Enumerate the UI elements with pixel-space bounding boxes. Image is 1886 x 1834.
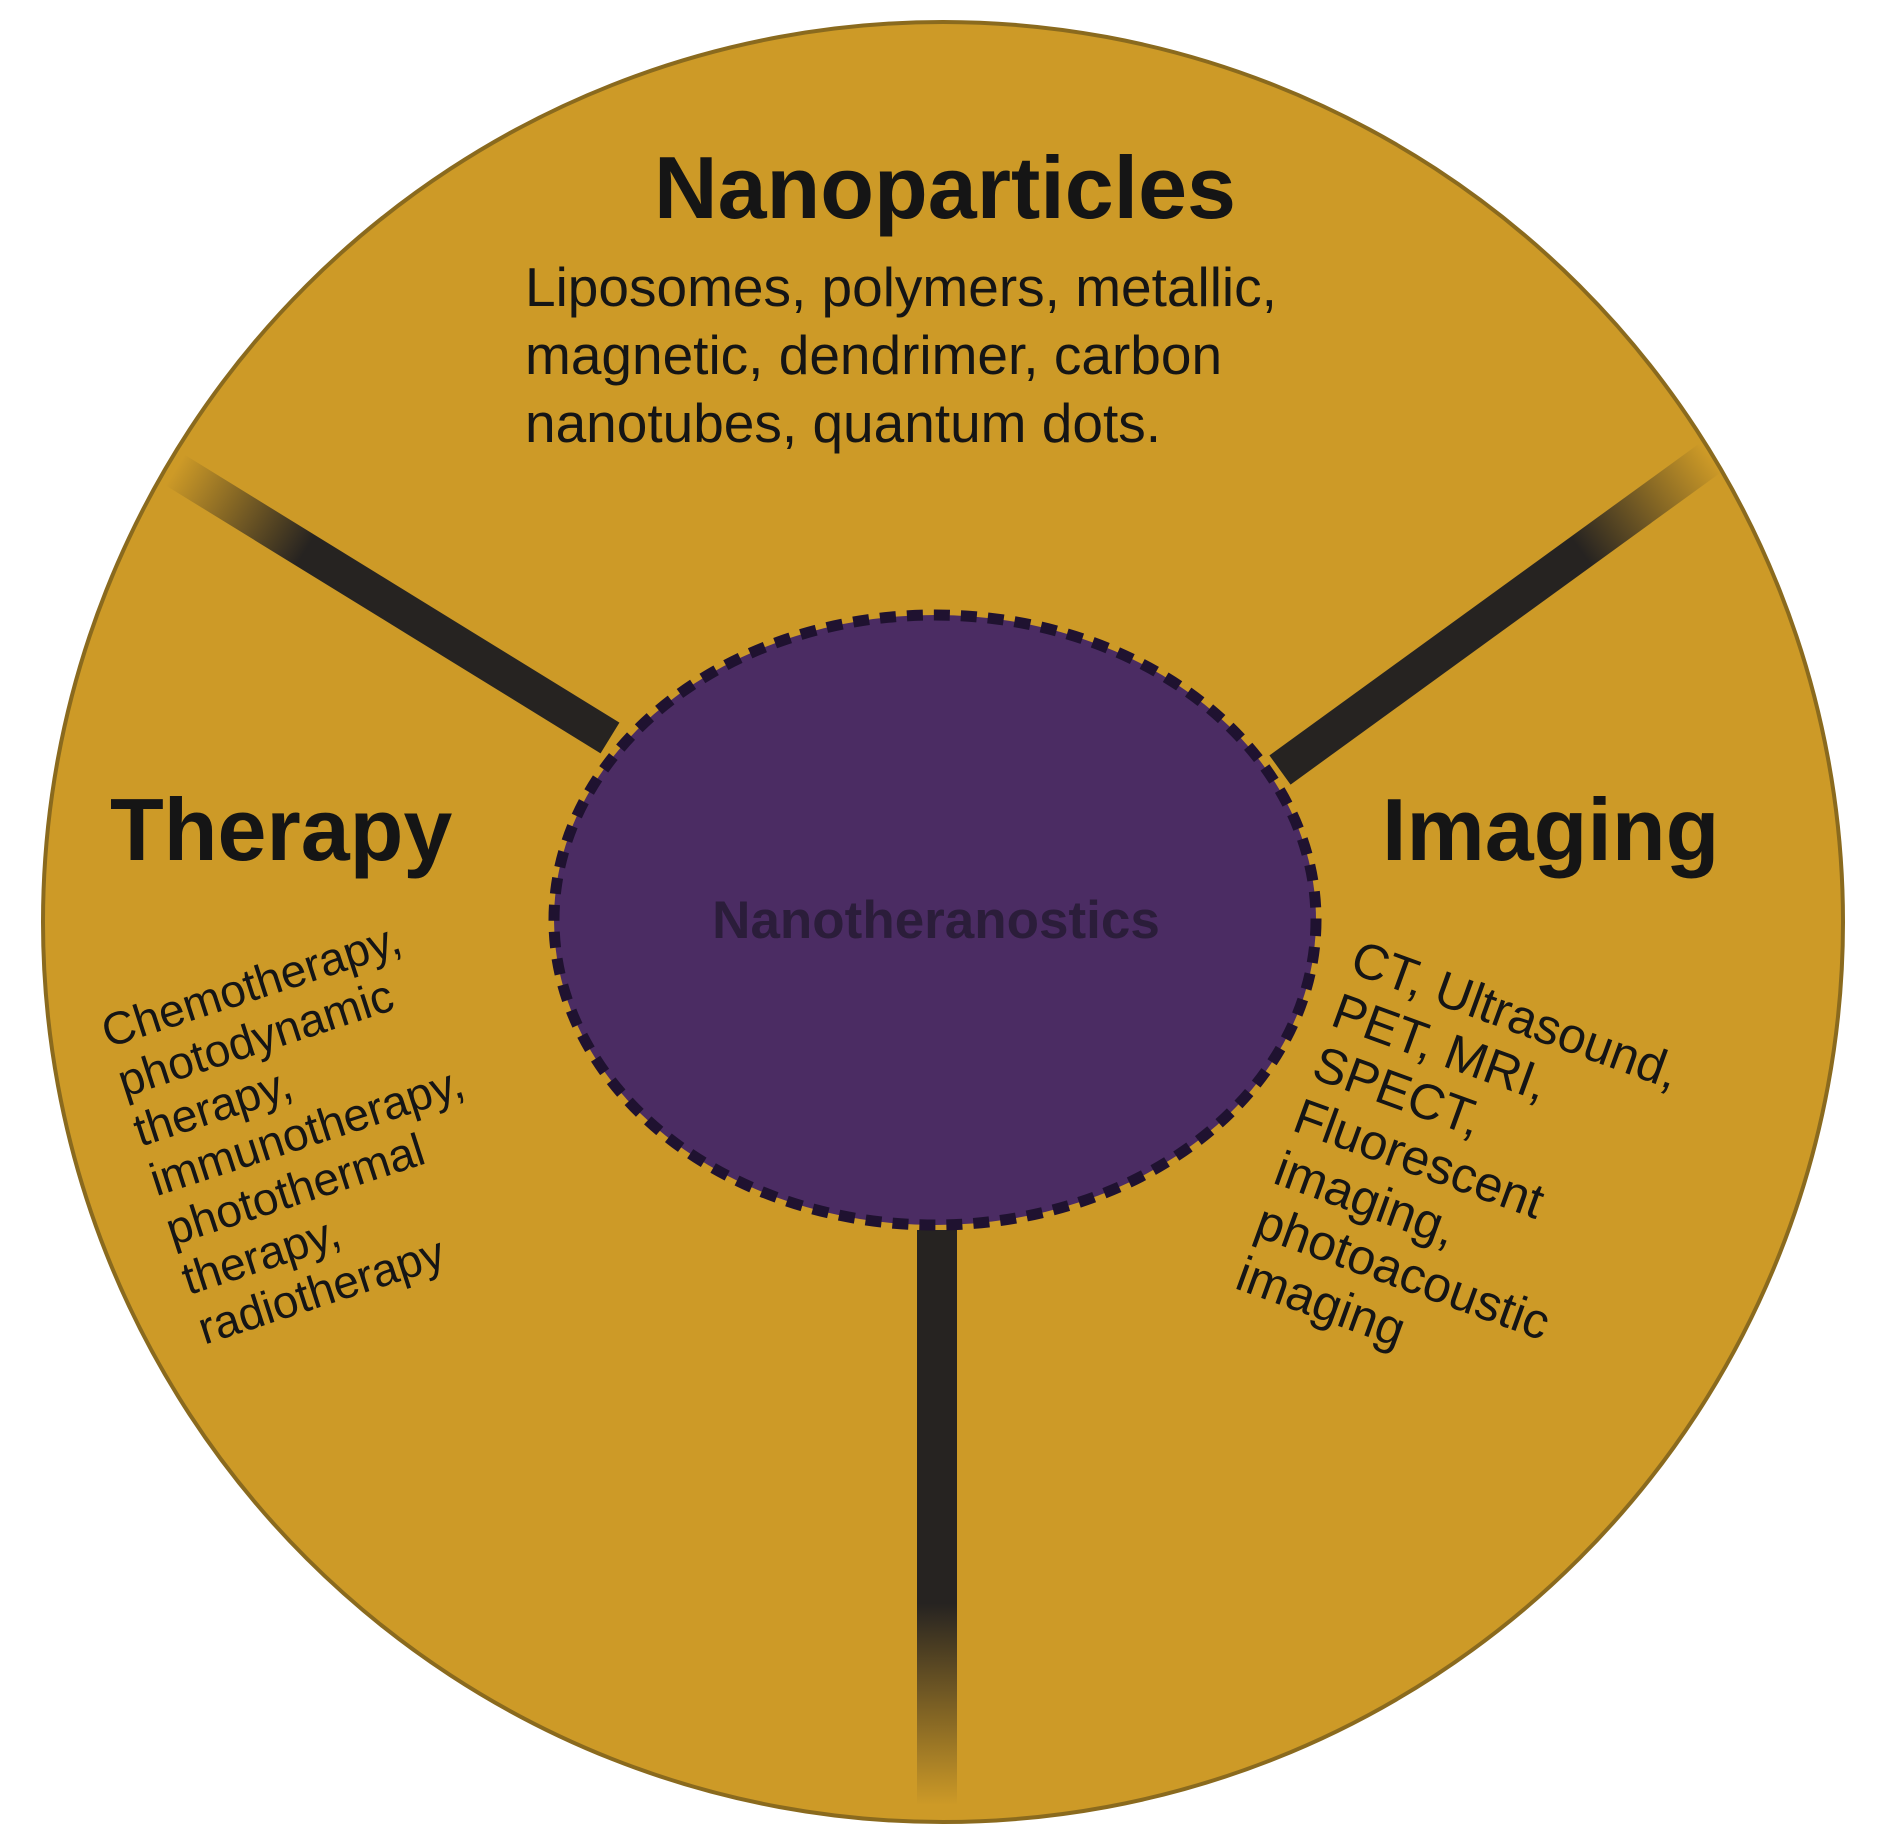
nanoparticles-line: Liposomes, polymers, metallic, [525, 256, 1277, 318]
nanoparticles-line: nanotubes, quantum dots. [525, 392, 1161, 454]
center-label: Nanotheranostics [712, 891, 1160, 950]
divider-left [165, 454, 620, 754]
divider-right [1269, 443, 1721, 785]
nanoparticles-line: magnetic, dendrimer, carbon [525, 324, 1222, 386]
nanoparticles-title: Nanoparticles [654, 138, 1236, 237]
imaging-title: Imaging [1382, 780, 1719, 879]
therapy-title: Therapy [110, 780, 452, 879]
nanoparticles-description: Liposomes, polymers, metallic, magnetic,… [525, 256, 1277, 454]
center-circle [548, 609, 1322, 1231]
